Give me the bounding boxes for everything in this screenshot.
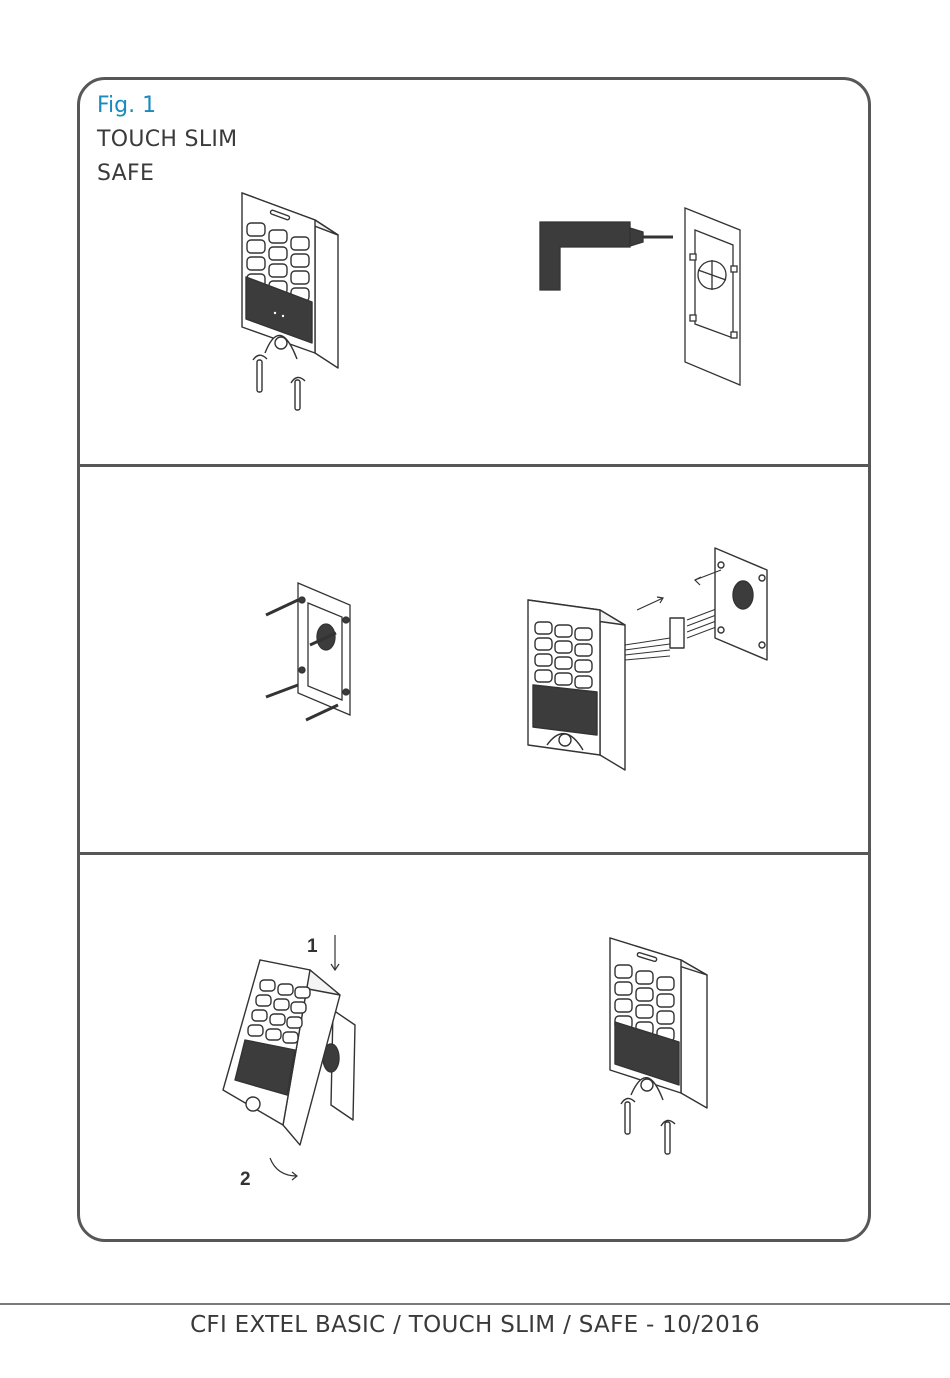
panel-divider-2 xyxy=(77,852,871,855)
keypad-device-illustration: 1 2 xyxy=(215,930,375,1190)
mounting-plate-illustration xyxy=(258,575,368,730)
figure-label: Fig. 1 xyxy=(97,93,156,118)
step-number-1: 1 xyxy=(307,936,318,957)
footer-text: CFI EXTEL BASIC / TOUCH SLIM / SAFE - 10… xyxy=(0,1312,950,1338)
keypad-device-illustration xyxy=(225,185,365,420)
step-number-2: 2 xyxy=(240,1169,251,1190)
figure-title-line-1: TOUCH SLIM xyxy=(97,127,237,152)
figure-title-line-2: SAFE xyxy=(97,161,154,186)
drill-illustration xyxy=(535,200,755,395)
panel-divider-1 xyxy=(77,464,871,467)
keypad-device-illustration xyxy=(595,930,725,1165)
footer-rule xyxy=(0,1303,950,1305)
connector-illustration xyxy=(525,540,785,785)
